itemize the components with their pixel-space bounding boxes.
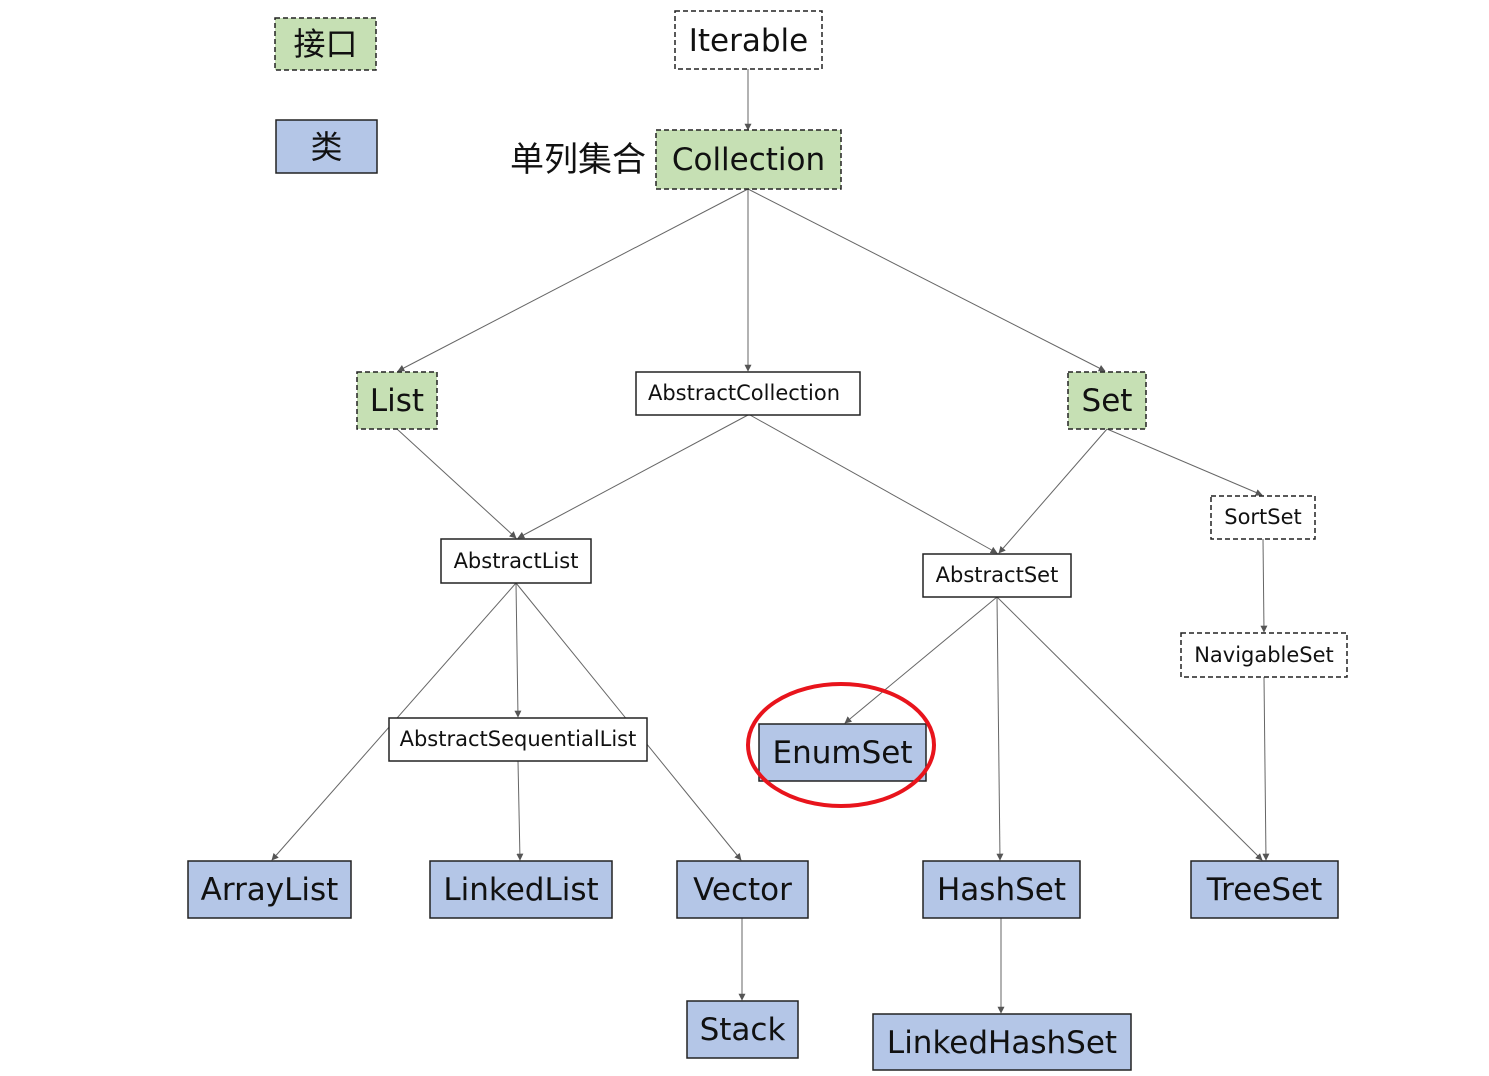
- edge-list-to-abstract-list: [396, 428, 517, 539]
- node-iterable: Iterable: [674, 10, 823, 70]
- node-stack: Stack: [686, 1000, 799, 1059]
- node-vector: Vector: [676, 860, 809, 919]
- edge-abstract-collection-to-abstract-list: [517, 414, 749, 539]
- legend-interface: 接口: [274, 17, 377, 71]
- node-tree-set: TreeSet: [1190, 860, 1339, 919]
- node-list: List: [356, 371, 438, 430]
- single-column-collection-label: 单列集合: [510, 140, 646, 180]
- node-abstract-set: AbstractSet: [922, 553, 1072, 598]
- node-navigable-set-label: NavigableSet: [1194, 643, 1334, 667]
- node-sort-set: SortSet: [1210, 495, 1316, 540]
- node-linked-hash-set-label: LinkedHashSet: [887, 1025, 1117, 1061]
- node-enum-set-label: EnumSet: [773, 735, 913, 771]
- node-tree-set-label: TreeSet: [1206, 872, 1323, 908]
- node-abstract-list: AbstractList: [440, 538, 592, 584]
- edge-abstract-list-to-abstract-sequential-list: [514, 582, 522, 718]
- edge-abstract-set-to-tree-set: [996, 596, 1263, 861]
- node-abstract-sequential-list-label: AbstractSequentialList: [400, 727, 637, 751]
- legend-interface-label: 接口: [293, 25, 357, 63]
- nodes: Iterable Collection List AbstractCollect…: [187, 10, 1348, 1071]
- node-linked-list: LinkedList: [429, 860, 613, 919]
- node-collection: Collection: [655, 129, 842, 190]
- edge-abstract-sequential-list-to-linked-list: [516, 760, 524, 861]
- node-abstract-collection: AbstractCollection: [635, 371, 861, 416]
- node-iterable-label: Iterable: [689, 23, 808, 59]
- node-collection-label: Collection: [672, 142, 825, 178]
- node-hash-set: HashSet: [922, 860, 1081, 919]
- node-list-label: List: [370, 383, 424, 419]
- node-array-list-label: ArrayList: [201, 872, 339, 908]
- node-hash-set-label: HashSet: [937, 872, 1066, 908]
- node-array-list: ArrayList: [187, 860, 352, 919]
- node-vector-label: Vector: [693, 872, 792, 908]
- node-linked-list-label: LinkedList: [443, 872, 598, 908]
- node-stack-label: Stack: [700, 1012, 786, 1048]
- inheritance-edges: [271, 69, 1270, 1014]
- legend-class: 类: [275, 119, 378, 174]
- node-set: Set: [1067, 371, 1147, 430]
- node-abstract-sequential-list: AbstractSequentialList: [388, 717, 648, 762]
- edge-navigable-set-to-tree-set: [1262, 676, 1270, 861]
- node-abstract-collection-label: AbstractCollection: [648, 381, 840, 405]
- node-sort-set-label: SortSet: [1224, 505, 1302, 529]
- edge-set-to-abstract-set: [998, 428, 1108, 554]
- legend: 接口 类: [274, 17, 378, 174]
- node-navigable-set: NavigableSet: [1180, 632, 1348, 678]
- edge-abstract-set-to-hash-set: [996, 596, 1004, 861]
- edge-abstract-set-to-enum-set: [844, 596, 998, 724]
- edge-abstract-collection-to-abstract-set: [749, 414, 998, 554]
- edge-collection-to-set: [747, 188, 1106, 372]
- node-set-label: Set: [1082, 383, 1133, 419]
- edge-collection-to-list: [397, 188, 749, 372]
- node-linked-hash-set: LinkedHashSet: [872, 1013, 1132, 1071]
- node-enum-set: EnumSet: [758, 723, 927, 782]
- edge-set-to-sort-set: [1106, 428, 1263, 496]
- node-abstract-set-label: AbstractSet: [936, 563, 1059, 587]
- enum-set-highlight-ring: [746, 682, 936, 808]
- edge-sort-set-to-navigable-set: [1260, 538, 1268, 633]
- node-abstract-list-label: AbstractList: [454, 549, 579, 573]
- legend-class-label: 类: [310, 128, 342, 166]
